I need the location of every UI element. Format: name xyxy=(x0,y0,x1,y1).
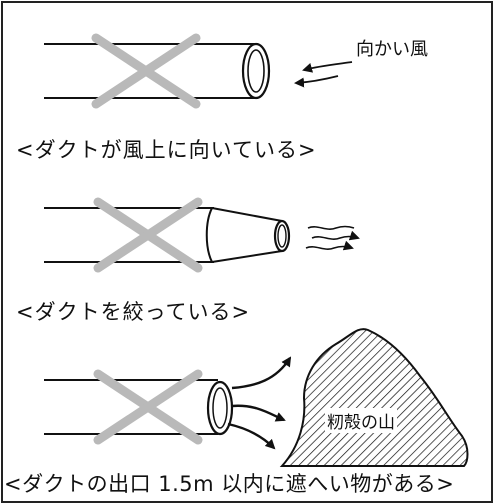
panel-3-duct xyxy=(44,328,469,467)
caption-duct-constricted: <ダクトを絞っている> xyxy=(16,300,251,324)
caption-duct-obstructed: <ダクトの出口 1.5m 以内に遮へい物がある> xyxy=(4,472,455,496)
cross-mark xyxy=(91,33,201,109)
duct-outlet-inner xyxy=(247,49,265,93)
duct-opening xyxy=(205,207,213,263)
rice-husk-pile xyxy=(279,328,469,467)
nozzle-top-edge xyxy=(211,207,283,222)
weak-airflow-lines xyxy=(305,225,360,251)
headwind-arrows xyxy=(294,61,353,88)
deflected-airflow-arrows xyxy=(227,356,292,450)
rice-husk-pile-label: 籾殻の山 xyxy=(325,408,397,433)
caption-duct-upwind: <ダクトが風上に向いている> xyxy=(16,138,317,162)
duct-outlet-inner xyxy=(212,387,228,429)
cross-mark xyxy=(93,197,203,273)
panel-1-duct xyxy=(44,33,353,109)
cross-mark xyxy=(93,369,203,445)
headwind-label: 向かい風 xyxy=(356,39,428,60)
nozzle-outlet-inner xyxy=(277,224,287,248)
panel-2-duct xyxy=(44,197,360,273)
nozzle-bottom-edge xyxy=(211,250,283,263)
